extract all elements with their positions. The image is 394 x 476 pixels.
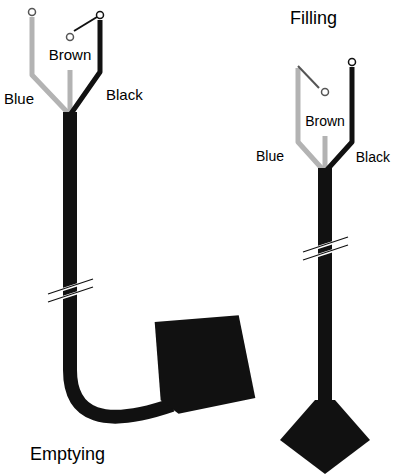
emptying-switch bbox=[29, 9, 290, 445]
switch-lever bbox=[298, 66, 319, 88]
break-mark bbox=[303, 245, 348, 260]
terminal bbox=[97, 12, 104, 19]
terminal bbox=[322, 89, 329, 96]
wire-label: Brown bbox=[49, 46, 92, 63]
break-mark bbox=[48, 279, 93, 294]
wire-label: Black bbox=[356, 149, 390, 165]
cable bbox=[70, 112, 172, 417]
wire-label: Black bbox=[106, 86, 143, 103]
cable bbox=[318, 168, 332, 410]
terminal bbox=[67, 34, 74, 41]
view-caption: Filling bbox=[290, 8, 337, 29]
switch-lever bbox=[74, 17, 97, 31]
wire-label: Blue bbox=[4, 90, 34, 107]
blue-wire bbox=[32, 17, 70, 115]
break-mark bbox=[303, 237, 348, 252]
wire-label: Brown bbox=[305, 113, 345, 129]
wire-label: Blue bbox=[256, 148, 284, 164]
filling-switch bbox=[280, 59, 370, 475]
black-wire bbox=[70, 20, 100, 115]
float-body bbox=[280, 400, 370, 474]
terminal bbox=[349, 59, 356, 66]
break-mark bbox=[48, 287, 93, 302]
view-caption: Emptying bbox=[30, 444, 105, 465]
terminal bbox=[29, 9, 36, 16]
float-body bbox=[119, 277, 289, 445]
